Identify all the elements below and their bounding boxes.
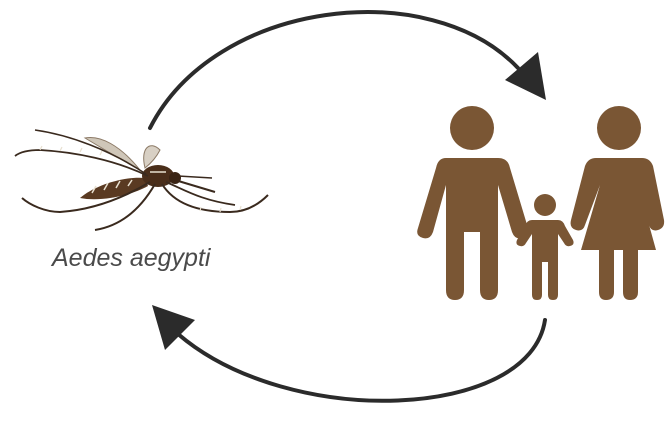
mosquito-icon (15, 130, 268, 230)
mother-figure (571, 106, 665, 300)
family-icon (417, 106, 664, 300)
child-figure (516, 194, 573, 300)
bottom-cycle-arrow (152, 305, 545, 401)
species-label: Aedes aegypti (52, 244, 210, 273)
father-figure (417, 106, 528, 300)
top-cycle-arrow (150, 12, 546, 128)
